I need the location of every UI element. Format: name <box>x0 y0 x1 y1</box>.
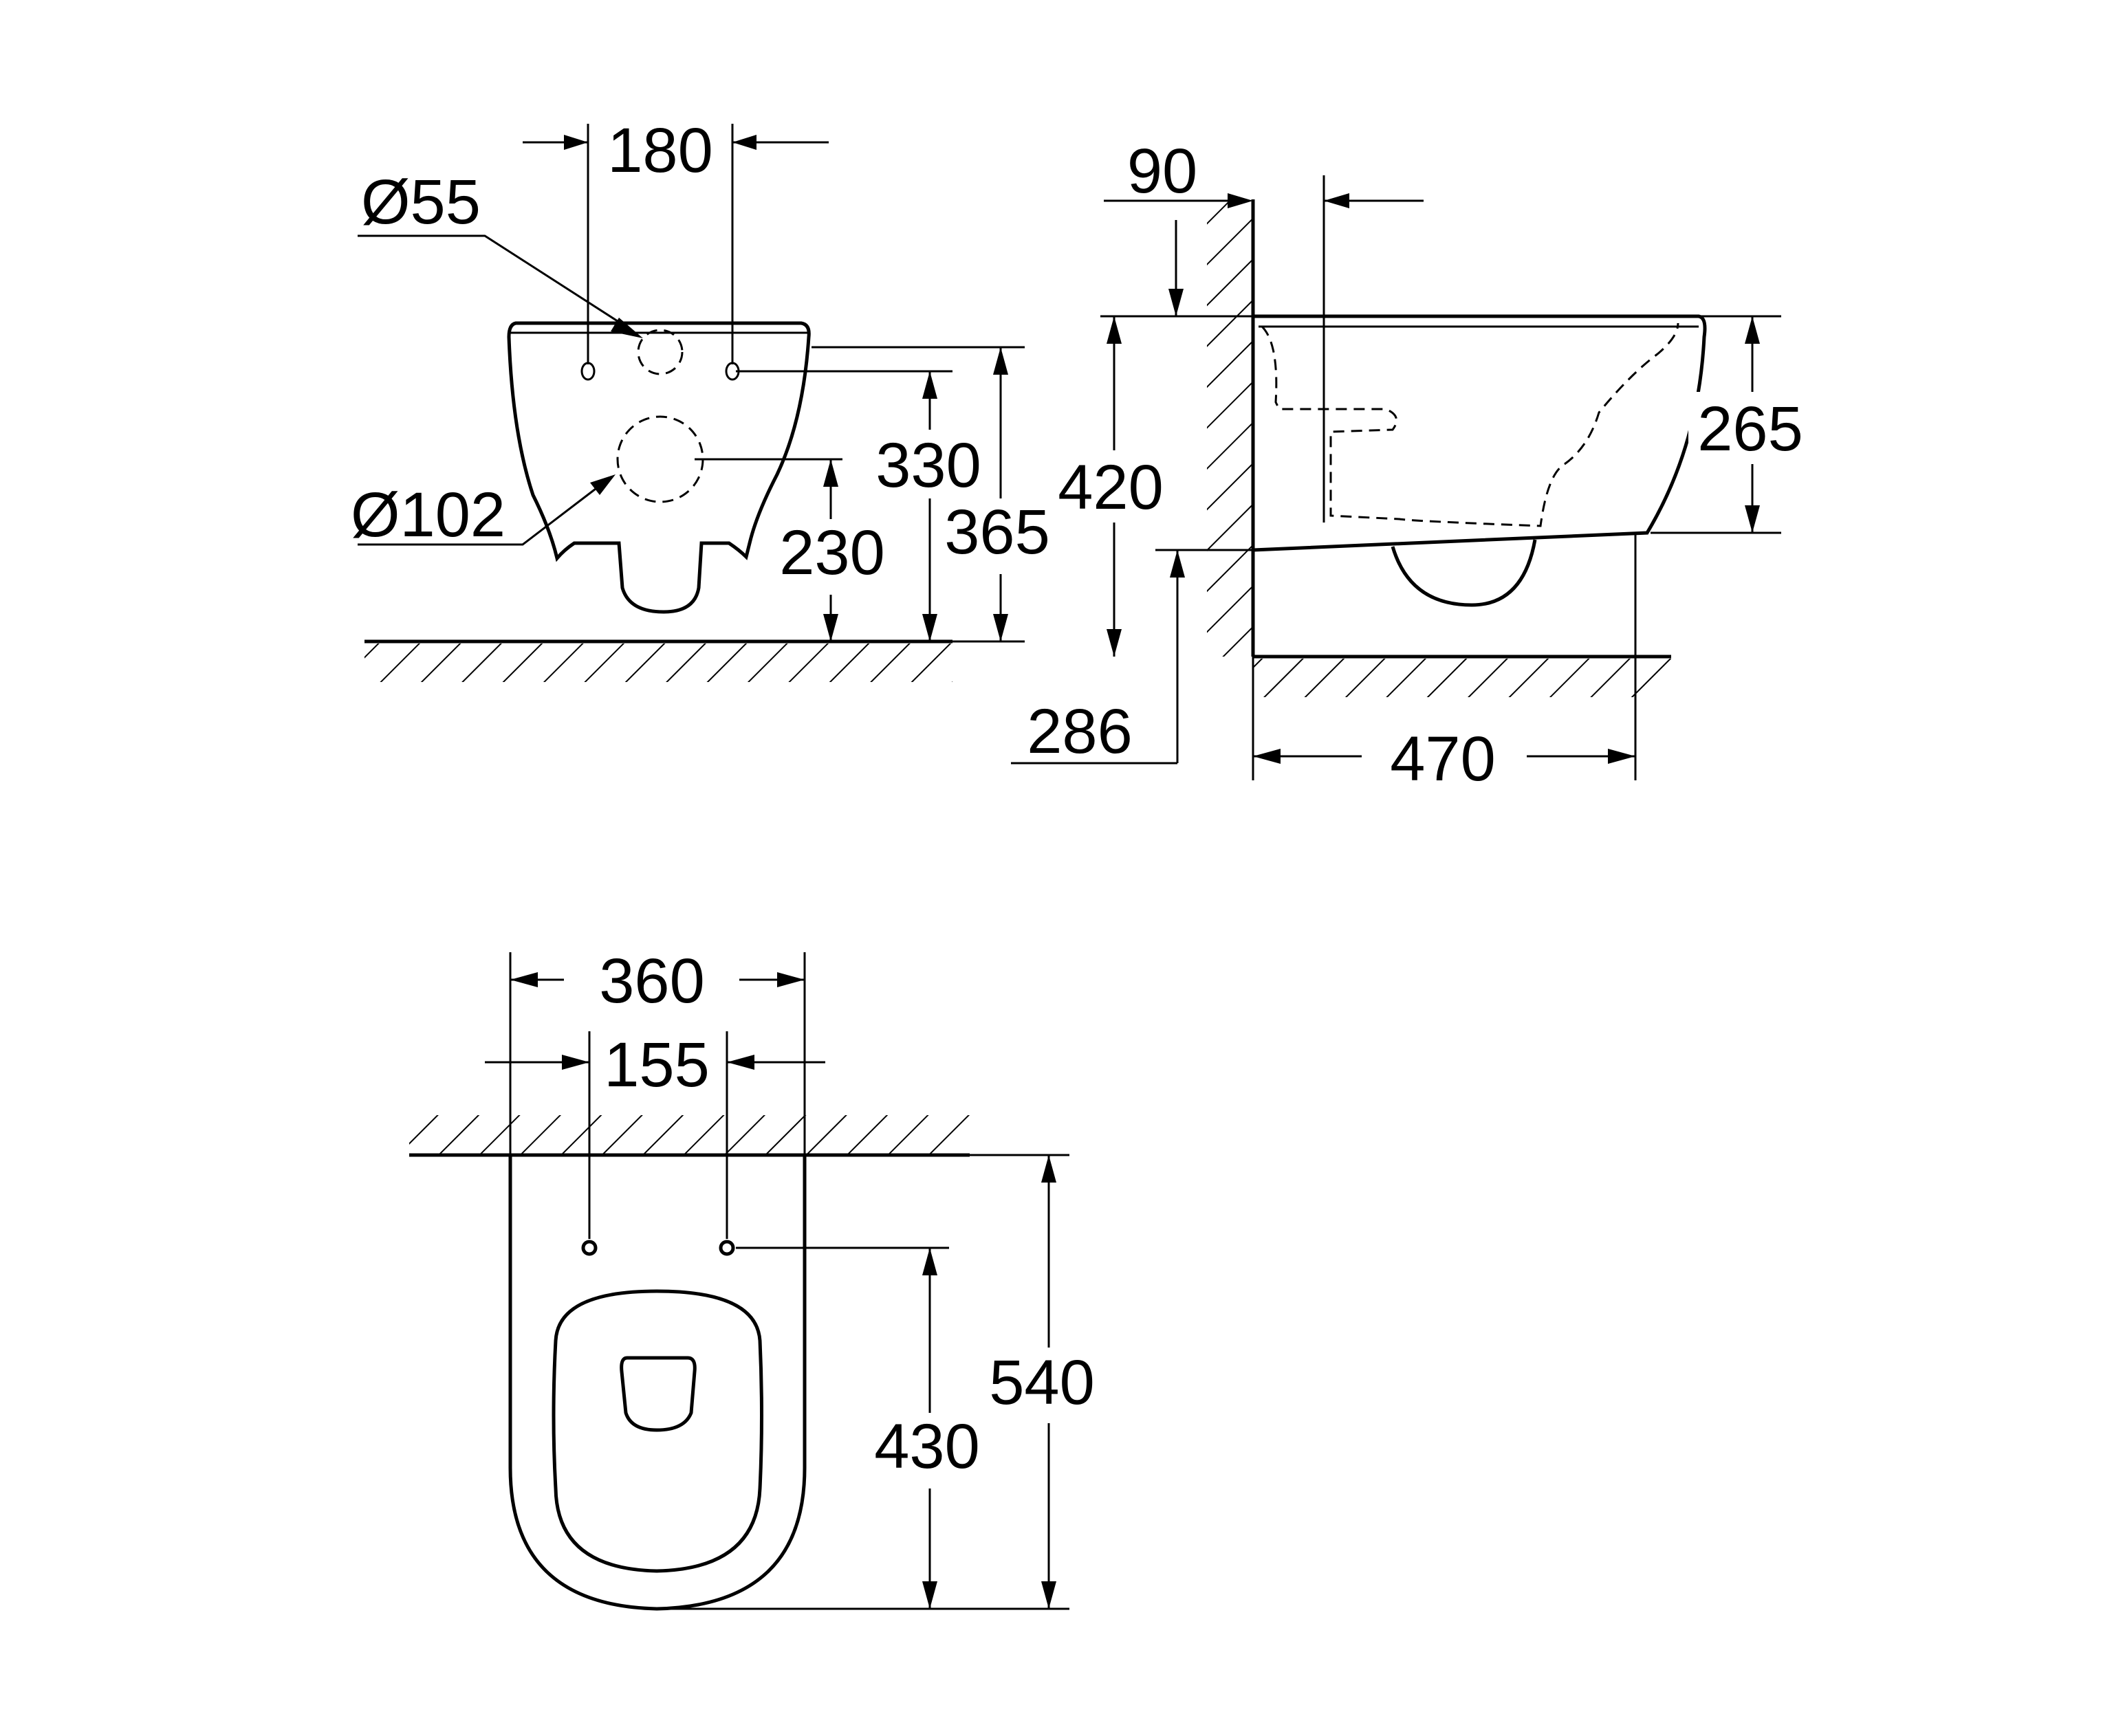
front-dim-outlet-dia: Ø102 <box>351 480 505 550</box>
top-view: 360 155 430 540 <box>409 946 1111 1611</box>
top-fixing-hole-right <box>719 1240 735 1256</box>
side-view: 90 420 265 286 <box>1011 136 1812 794</box>
front-inlet-circle <box>637 329 684 375</box>
arrowhead <box>562 1055 589 1070</box>
front-outlet-circle <box>616 415 704 503</box>
side-bowl-bottom <box>1391 539 1537 607</box>
front-floor-hatch <box>364 644 952 682</box>
side-dim-projection: 470 <box>1390 724 1496 794</box>
label-mask <box>870 430 987 498</box>
top-dim-width: 360 <box>599 946 705 1016</box>
arrowhead <box>564 135 588 150</box>
label-mask <box>767 519 897 595</box>
top-seat-outline <box>552 1289 763 1573</box>
arrowhead <box>922 1581 937 1609</box>
side-dim-outlet-height: 286 <box>1027 696 1133 767</box>
arrowhead <box>823 459 838 487</box>
front-dim-outlet-height: 230 <box>779 518 885 588</box>
arrowhead <box>922 614 937 641</box>
front-dim-fix-spacing: 180 <box>607 116 713 186</box>
arrowhead <box>993 614 1008 641</box>
label-mask <box>935 498 1066 574</box>
arrowhead <box>1745 505 1760 533</box>
side-dim-rim-height: 420 <box>1058 452 1164 523</box>
arrowhead <box>1745 316 1760 344</box>
arrowhead <box>1608 749 1635 764</box>
side-dim-wall-offset: 90 <box>1127 136 1197 206</box>
top-bowl-opening <box>620 1356 697 1432</box>
side-wall-hatch <box>1207 199 1252 657</box>
label-mask <box>863 1413 994 1488</box>
top-fixing-hole-left <box>581 1240 598 1256</box>
arrowhead <box>1041 1155 1056 1183</box>
side-dim-body-height: 265 <box>1697 394 1803 464</box>
front-fixing-hole-left <box>580 362 596 381</box>
side-internal-channel <box>1261 322 1679 527</box>
side-bowl-outline <box>1252 314 1707 552</box>
arrowhead <box>510 972 538 987</box>
top-dim-fix-spacing: 155 <box>604 1030 710 1100</box>
arrowhead <box>823 614 838 641</box>
label-mask <box>1045 450 1169 523</box>
front-bowl-outline <box>507 321 811 614</box>
arrowhead <box>1170 550 1185 578</box>
arrowhead <box>1168 289 1184 316</box>
front-dim-inlet-dia: Ø55 <box>361 167 481 237</box>
arrowhead <box>590 474 616 495</box>
arrowhead <box>993 347 1008 375</box>
top-dim-length: 540 <box>989 1348 1095 1418</box>
front-leader-inlet <box>358 234 630 330</box>
label-mask <box>980 1348 1111 1423</box>
arrowhead <box>1228 193 1253 208</box>
top-dim-fix-to-front: 430 <box>874 1411 980 1482</box>
arrowhead <box>1253 749 1281 764</box>
front-dim-total-height: 365 <box>944 497 1050 567</box>
top-wall-hatch <box>409 1115 970 1154</box>
arrowhead <box>1041 1581 1056 1609</box>
arrowhead <box>1324 193 1349 208</box>
front-view: 180 Ø55 Ø102 230 330 365 <box>351 116 1066 682</box>
side-floor-hatch <box>1253 659 1671 697</box>
arrowhead <box>922 1248 937 1275</box>
arrowhead <box>1107 629 1122 657</box>
label-mask <box>1688 392 1812 464</box>
arrowhead <box>777 972 805 987</box>
arrowhead <box>732 135 756 150</box>
arrowhead <box>1107 316 1122 344</box>
front-dim-fix-height: 330 <box>875 430 981 501</box>
arrowhead <box>727 1055 754 1070</box>
arrowhead <box>922 371 937 399</box>
arrowhead <box>611 318 643 338</box>
front-leader-outlet <box>358 485 599 546</box>
